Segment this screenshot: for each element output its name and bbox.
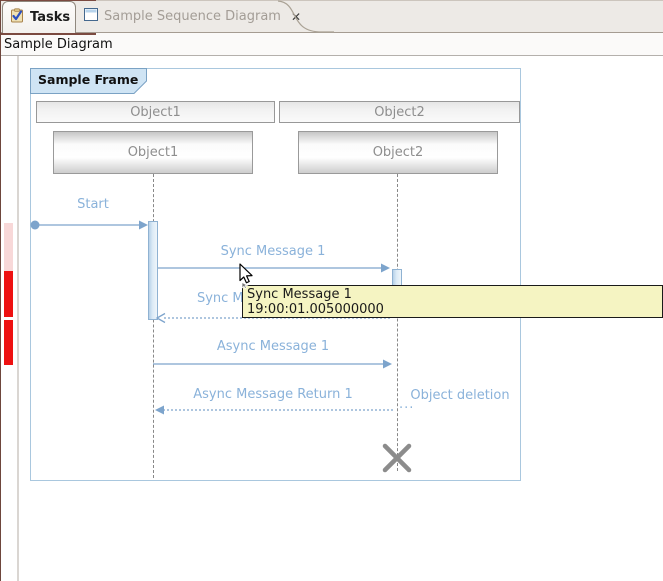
lifeline-head-object2-label: Object2 [372,145,424,160]
diagram-title-bar: Sample Diagram [0,33,663,55]
active-view-focus-underline [0,33,96,35]
sequence-frame[interactable] [30,68,521,481]
frame-label-shape[interactable] [30,68,147,94]
hidden-events-ellipsis[interactable]: ... [399,397,415,412]
object-deletion-label[interactable]: Object deletion [410,388,510,403]
lifeline-head-object1[interactable]: Object1 [53,131,253,174]
lifeline-object1[interactable] [153,174,154,478]
diagram-title-bar-border [0,55,663,56]
async-message-1-label[interactable]: Async Message 1 [216,339,330,354]
tab-sample-sequence-diagram[interactable]: Sample Sequence Diagram ✕ [80,1,301,32]
tabbar-curve [277,0,334,33]
tab-tasks-label: Tasks [30,10,71,25]
editor-tabbar [0,0,663,33]
overview-marker-red-2[interactable] [4,320,13,365]
tasks-clipboard-icon [10,8,25,27]
frame-title: Sample Frame [38,72,139,87]
sync-message-1-label[interactable]: Sync Message 1 [220,244,326,259]
start-message-label[interactable]: Start [77,197,109,212]
overview-marker-pink[interactable] [4,223,13,271]
object-header-1[interactable]: Object1 [36,101,275,123]
tabbar-top-border-right [96,0,663,1]
async-return-label[interactable]: Async Message Return 1 [193,387,353,402]
lifeline-head-object2[interactable]: Object2 [298,131,498,174]
object-header-2-label: Object2 [374,104,425,120]
lifeline-object2[interactable] [397,174,398,471]
overview-ruler-separator [17,56,19,581]
tab-sample-sequence-diagram-label: Sample Sequence Diagram [104,9,281,24]
editor-window-icon [84,8,98,25]
message-tooltip: Sync Message 1 19:00:01.005000000 [242,285,663,318]
window-left-border [0,0,1,581]
tab-tasks[interactable]: Tasks [2,1,76,33]
diagram-title: Sample Diagram [4,36,113,52]
execution-bar-object1[interactable] [148,221,158,320]
lifeline-head-object1-label: Object1 [127,145,179,160]
tooltip-title: Sync Message 1 [247,287,352,302]
object-header-1-label: Object1 [130,104,181,120]
tabbar-top-border-left [0,0,96,1]
object-header-2[interactable]: Object2 [279,101,520,123]
mouse-cursor-icon [239,263,253,289]
overview-marker-red-1[interactable] [4,271,13,317]
close-icon[interactable]: ✕ [290,9,302,24]
tooltip-timestamp: 19:00:01.005000000 [247,302,384,317]
